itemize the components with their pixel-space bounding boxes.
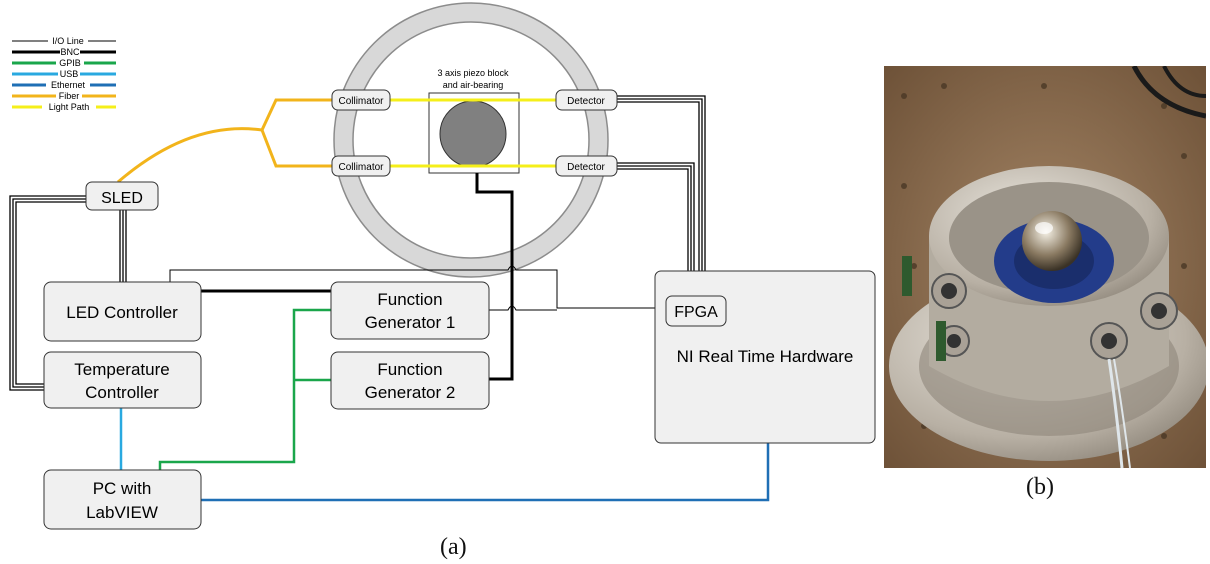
temperature-controller-label-1: Temperature (74, 360, 169, 379)
temperature-controller-label-2: Controller (85, 383, 159, 402)
sled-box: SLED (85, 181, 159, 211)
pc-label-1: PC with (93, 479, 152, 498)
collimator-top-label: Collimator (338, 96, 384, 107)
detector-bottom-label: Detector (567, 162, 605, 173)
function-generator-2-label-1: Function (377, 360, 442, 379)
detector-top-label: Detector (567, 96, 605, 107)
sled-controller-lines (9, 195, 127, 391)
photo-apparatus (884, 66, 1206, 468)
pc-label-2: LabVIEW (86, 503, 158, 522)
legend-label: USB (60, 69, 79, 79)
sled-label: SLED (101, 190, 143, 207)
setup-diagram: I/O Line BNC GPIB USB Ethernet Fiber (9, 2, 876, 530)
led-controller-box: LED Controller (43, 281, 202, 342)
legend-item-bnc: BNC (12, 47, 116, 57)
collimator-bottom-label: Collimator (338, 162, 384, 173)
legend-label: I/O Line (52, 36, 84, 46)
detector-bottom: Detector (555, 155, 618, 177)
legend-item-io: I/O Line (12, 36, 116, 46)
legend-label: Fiber (59, 91, 80, 101)
fpga-box: FPGA (665, 295, 727, 327)
function-generator-2-box: Function Generator 2 (330, 351, 490, 410)
light-path-lines (390, 98, 556, 168)
function-generator-1-box: Function Generator 1 (330, 281, 490, 340)
legend-item-ethernet: Ethernet (12, 80, 116, 90)
caption-b: (b) (1026, 474, 1054, 500)
legend-label: Ethernet (51, 80, 86, 90)
bnc-lines (201, 173, 514, 381)
legend-item-light-path: Light Path (12, 102, 116, 112)
legend-item-gpib: GPIB (12, 58, 116, 68)
legend-label: Light Path (49, 102, 90, 112)
function-generator-1-label-2: Generator 1 (365, 313, 456, 332)
fiber-lines (117, 98, 332, 184)
pc-box: PC with LabVIEW (43, 469, 202, 530)
ethernet-line (201, 443, 770, 502)
fpga-label: FPGA (674, 304, 718, 321)
function-generator-2-label-2: Generator 2 (365, 383, 456, 402)
legend-label: GPIB (59, 58, 81, 68)
gpib-lines (158, 308, 331, 470)
detector-bnc-lines (617, 95, 706, 298)
ni-hardware-label: NI Real Time Hardware (677, 347, 854, 366)
collimator-top: Collimator (331, 89, 391, 111)
caption-a: (a) (440, 534, 467, 560)
collimator-bottom: Collimator (331, 155, 391, 177)
legend: I/O Line BNC GPIB USB Ethernet Fiber (12, 36, 116, 112)
piezo-label-line1: 3 axis piezo block (437, 68, 509, 78)
piezo-block: 3 axis piezo block and air-bearing (428, 68, 520, 174)
temperature-controller-box: Temperature Controller (43, 351, 202, 409)
led-controller-label: LED Controller (66, 303, 178, 322)
legend-label: BNC (60, 47, 80, 57)
piezo-label-line2: and air-bearing (443, 80, 504, 90)
function-generator-1-label-1: Function (377, 290, 442, 309)
legend-item-fiber: Fiber (12, 91, 116, 101)
detector-top: Detector (555, 89, 618, 111)
legend-item-usb: USB (12, 69, 116, 79)
photo-connectors (931, 273, 1178, 360)
